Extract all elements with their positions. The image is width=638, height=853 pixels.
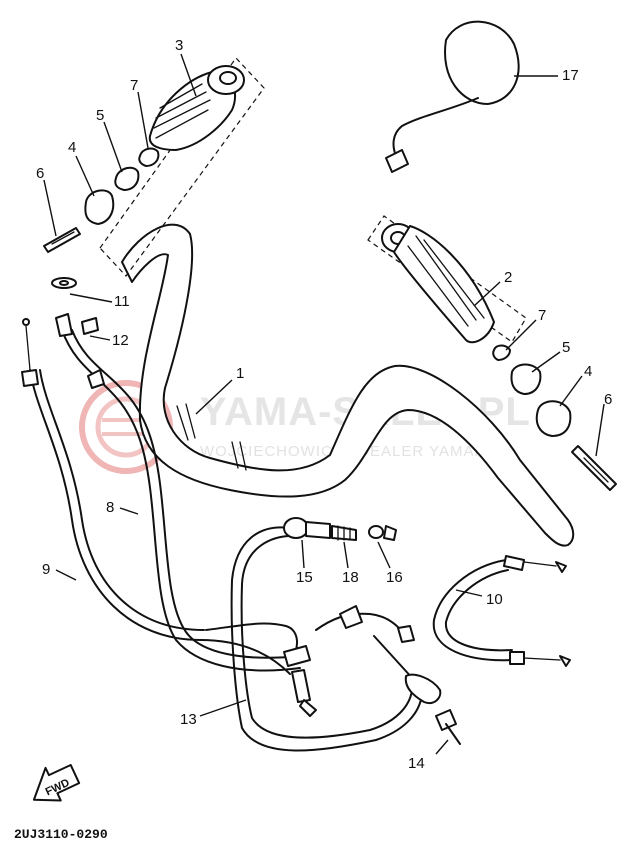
callout-3: 3 xyxy=(175,37,183,54)
bolt-13 xyxy=(435,709,461,745)
small-hardware-left xyxy=(51,277,99,335)
cable-8 xyxy=(55,313,301,672)
callout-13: 14 xyxy=(408,755,425,772)
left-grip-end-parts xyxy=(43,147,160,253)
right-grip xyxy=(367,215,527,344)
callout-9: 9 xyxy=(42,561,50,578)
callout-8: 8 xyxy=(106,499,114,516)
callout-6-right: 6 xyxy=(604,391,612,408)
callout-6-left: 6 xyxy=(36,165,44,182)
callout-11: 12 xyxy=(112,332,129,349)
cable-18 xyxy=(432,555,571,667)
throttle-grip xyxy=(99,57,265,277)
callout-5-left: 5 xyxy=(96,107,104,124)
cable-12 xyxy=(205,526,442,752)
mirror xyxy=(385,20,520,173)
callout-12: 13 xyxy=(180,711,197,728)
handlebar xyxy=(121,223,575,547)
callout-14: 15 xyxy=(296,569,313,586)
callout-1: 1 xyxy=(236,365,244,382)
callout-7-right: 7 xyxy=(538,307,546,324)
callout-7-left: 7 xyxy=(130,77,138,94)
callout-labels: 3 7 5 4 6 11 12 1 2 7 5 4 6 17 8 9 13 14… xyxy=(36,37,612,772)
callout-4-right: 4 xyxy=(584,363,592,380)
callout-15: 16 xyxy=(386,569,403,586)
right-grip-end-parts xyxy=(492,344,617,491)
fwd-arrow-icon: FWD xyxy=(32,763,81,802)
callout-16: 18 xyxy=(342,569,359,586)
callout-10: 11 xyxy=(114,293,130,310)
callout-4-left: 4 xyxy=(68,139,76,156)
callout-18: 10 xyxy=(486,591,503,608)
cable-9 xyxy=(21,318,291,675)
callout-17: 17 xyxy=(562,67,579,84)
callout-2: 2 xyxy=(504,269,512,286)
callout-5-right: 5 xyxy=(562,339,570,356)
cable-adjuster-set xyxy=(283,517,397,541)
callout-leaders xyxy=(43,53,605,755)
diagram-code: 2UJ3110-0290 xyxy=(14,827,108,842)
